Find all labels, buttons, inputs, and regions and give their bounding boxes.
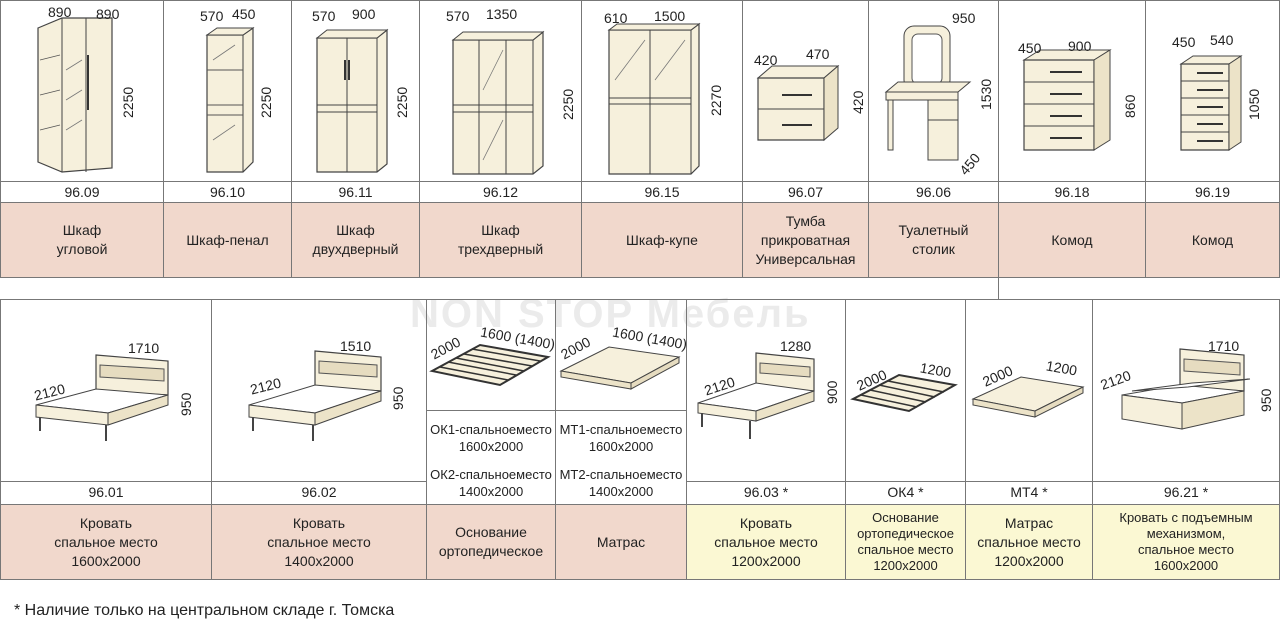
dimension-label: 950 — [952, 10, 976, 26]
product-code: 96.11 — [291, 181, 420, 203]
bed-drawing — [248, 350, 382, 441]
dimension-label: 450 — [232, 6, 256, 22]
tall-chest-drawing — [1179, 55, 1243, 151]
product-code: 96.12 — [419, 181, 582, 203]
spec-text: ОК1-спальноеместо 1600x2000 — [430, 422, 552, 454]
dimension-label: 1510 — [340, 338, 372, 354]
dressing-table-drawing — [884, 25, 972, 161]
dimension-label: 2270 — [708, 84, 724, 116]
dimension-label: 1710 — [128, 340, 160, 356]
mattress-drawing — [971, 376, 1085, 418]
product-name: Кровать спальное место 1200x2000 — [686, 504, 846, 580]
product-code: 96.18 — [998, 181, 1146, 203]
dimension-label: 420 — [850, 90, 866, 114]
product-name: Шкаф-пенал — [163, 202, 292, 278]
dimension-label: 470 — [806, 46, 830, 62]
dimension-label: 2250 — [258, 86, 274, 118]
product-code: 96.01 — [0, 481, 212, 505]
footnote: * Наличие только на центральном складе г… — [14, 602, 395, 619]
product-code: 96.09 — [0, 181, 164, 203]
dimension-label: 2250 — [394, 86, 410, 118]
dimension-label: 950 — [390, 386, 406, 410]
product-image-cell — [998, 0, 1146, 182]
product-name: Кровать с подъемным механизмом, спальное… — [1092, 504, 1280, 580]
product-name: Кровать спальное место 1600x2000 — [0, 504, 212, 580]
product-name: Матрас — [555, 504, 687, 580]
product-name: Комод — [998, 202, 1146, 278]
product-code: 96.10 — [163, 181, 292, 203]
dimension-label: 900 — [1068, 38, 1092, 54]
dimension-label: 950 — [178, 392, 194, 416]
dimension-label: 950 — [1258, 388, 1274, 412]
product-code: 96.06 — [868, 181, 999, 203]
corner-wardrobe-drawing — [37, 17, 113, 173]
dimension-label: 900 — [824, 380, 840, 404]
product-name: Матрас спальное место 1200x2000 — [965, 504, 1093, 580]
product-name: Кровать спальное место 1400x2000 — [211, 504, 427, 580]
product-name: Основание ортопедическое спальное место … — [845, 504, 966, 580]
dimension-label: 890 — [48, 4, 72, 20]
dimension-label: 450 — [1172, 34, 1196, 50]
bed-drawing — [697, 352, 815, 439]
pencil-wardrobe-drawing — [205, 26, 255, 173]
dimension-label: 1280 — [780, 338, 812, 354]
dimension-label: 450 — [1018, 40, 1042, 56]
product-name: Тумба прикроватная Универсальная — [742, 202, 869, 278]
orthopedic-base-drawing — [429, 343, 551, 387]
mattress-drawing — [559, 346, 681, 390]
product-name: Основание ортопедическое — [426, 504, 556, 580]
orthopedic-base-drawing — [850, 373, 958, 413]
bedside-table-drawing — [756, 64, 840, 142]
dimension-label: 1050 — [1246, 88, 1262, 120]
product-code: 96.07 — [742, 181, 869, 203]
product-code: 96.19 — [1145, 181, 1280, 203]
product-code: 96.02 — [211, 481, 427, 505]
lifting-bed-drawing — [1121, 348, 1251, 430]
dimension-label: 2250 — [560, 88, 576, 120]
product-code: 96.03 * — [686, 481, 846, 505]
divider-line — [998, 277, 1280, 299]
product-name: Шкаф двухдверный — [291, 202, 420, 278]
chest-of-drawers-drawing — [1022, 49, 1112, 151]
product-code: 96.21 * — [1092, 481, 1280, 505]
dimension-label: 890 — [96, 6, 120, 22]
product-name: Шкаф угловой — [0, 202, 164, 278]
spec-text: МТ1-спальноеместо 1600x2000 — [559, 422, 683, 454]
dimension-label: 420 — [754, 52, 778, 68]
dimension-label: 1500 — [654, 8, 686, 24]
dimension-label: 860 — [1122, 94, 1138, 118]
sliding-wardrobe-drawing — [607, 22, 701, 175]
two-door-wardrobe-drawing — [315, 28, 389, 173]
dimension-label: 570 — [200, 8, 224, 24]
dimension-label: 610 — [604, 10, 628, 26]
product-code: 96.15 — [581, 181, 743, 203]
dimension-label: 540 — [1210, 32, 1234, 48]
product-name: Комод — [1145, 202, 1280, 278]
dimension-label: 1350 — [486, 6, 518, 22]
three-door-wardrobe-drawing — [451, 30, 545, 175]
dimension-label: 1530 — [978, 78, 994, 110]
product-name: Шкаф-купе — [581, 202, 743, 278]
dimension-label: 2250 — [120, 86, 136, 118]
dimension-label: 570 — [446, 8, 470, 24]
product-name: Шкаф трехдверный — [419, 202, 582, 278]
product-code: ОК4 * — [845, 481, 966, 505]
spec-text: МТ2-спальноеместо 1400x2000 — [559, 467, 683, 499]
product-code: МТ4 * — [965, 481, 1093, 505]
dimension-label: 570 — [312, 8, 336, 24]
dimension-label: 900 — [352, 6, 376, 22]
dimension-label: 1710 — [1208, 338, 1240, 354]
spec-text: ОК2-спальноеместо 1400x2000 — [430, 467, 552, 499]
bed-drawing — [35, 354, 169, 441]
product-name: Туалетный столик — [868, 202, 999, 278]
